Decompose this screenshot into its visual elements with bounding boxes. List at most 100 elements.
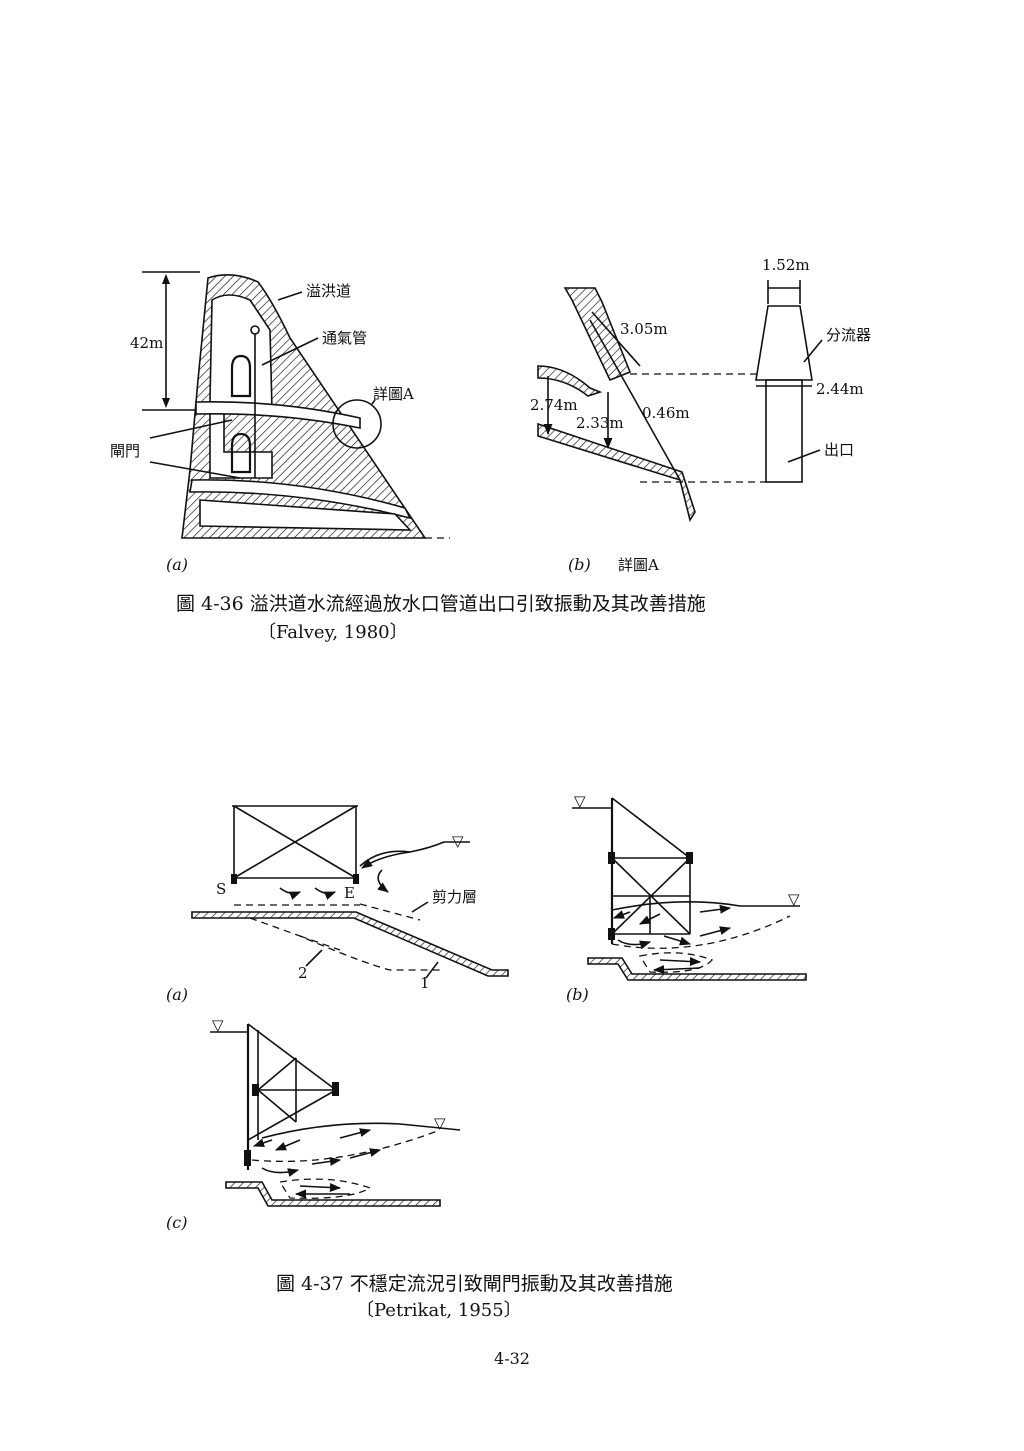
vortex-c-6: [349, 1148, 382, 1159]
flow-arrow-3: [377, 869, 389, 893]
jet-c: [251, 1129, 441, 1162]
lower-floor: [537, 422, 696, 523]
vent-top: [250, 325, 260, 335]
fig36a-sublabel: (a): [166, 555, 188, 574]
vortex-b-5: [663, 935, 692, 946]
label-1: 1: [420, 974, 430, 992]
seal-b-3: [608, 928, 615, 940]
flow-arrow-2: [314, 887, 337, 900]
eddy-b: [638, 952, 714, 973]
water-level-symbol-c1: ▽: [212, 1016, 224, 1034]
leader-detail: [371, 399, 376, 405]
downstream-surface-c: [261, 1122, 461, 1139]
profile-1: [299, 935, 341, 951]
profile-2: [249, 917, 440, 971]
eddy-c: [278, 1178, 372, 1199]
conduit-lower: [189, 479, 412, 520]
leader-splitter: [803, 339, 823, 363]
fig37c-sublabel: (c): [166, 1213, 187, 1232]
vortex-b-2: [638, 913, 661, 925]
label-s: S: [216, 880, 226, 898]
label-detail-a: 詳圖A: [373, 385, 414, 403]
seal-b-2: [686, 852, 693, 864]
leader-spillway: [277, 291, 303, 301]
water-level-symbol-c2: ▽: [434, 1114, 446, 1132]
fig36-caption: 圖 4-36 溢洪道水流經過放水口管道出口引致振動及其改善措施: [176, 593, 706, 615]
truss-b-1: [611, 797, 691, 859]
vortex-c-4: [261, 1167, 300, 1177]
fig36b-subtitle: 詳圖A: [618, 556, 659, 574]
leader-outlet: [787, 449, 821, 463]
fig37a-sublabel: (a): [166, 985, 188, 1004]
label-outlet: 出口: [824, 441, 854, 459]
leader-gate-2: [149, 461, 241, 479]
seal-c-2: [252, 1084, 259, 1096]
fig37b-sublabel: (b): [566, 985, 589, 1004]
fig36a-diagram: [142, 271, 450, 539]
shear-layer: [359, 903, 421, 921]
truss-c-1: [247, 1023, 337, 1091]
leader-1: [425, 961, 439, 979]
leader-gate-1: [149, 419, 233, 439]
truss-c-5: [257, 1057, 297, 1091]
dim-305: [591, 311, 641, 367]
label-233m: 2.33m: [576, 414, 624, 432]
label-046m: 0.46m: [642, 404, 690, 422]
vortex-b-1: [612, 910, 631, 919]
upstream-surface: [359, 841, 470, 867]
label-vent: 通氣管: [322, 329, 367, 347]
fig36-reference: 〔Falvey, 1980〕: [258, 622, 408, 643]
dim-42-arrow-bottom: [162, 398, 170, 408]
water-level-symbol-a: ▽: [452, 832, 464, 850]
water-level-symbol-b1: ▽: [574, 792, 586, 810]
conduit-upper: [195, 401, 361, 429]
vortex-b-8: [652, 965, 701, 975]
vortex-b-3: [699, 904, 732, 914]
truss-c-6: [257, 1089, 297, 1123]
truss-diag-2: [233, 805, 357, 879]
leader-vent: [261, 337, 319, 366]
gate-upper: [230, 354, 252, 398]
label-274m: 2.74m: [530, 396, 578, 414]
ground-c: [225, 1181, 441, 1207]
seal-b-1: [608, 852, 615, 864]
jet-b: [611, 915, 791, 949]
label-152m: 1.52m: [762, 256, 810, 274]
outlet-body: [765, 379, 803, 483]
leader-2: [305, 949, 323, 967]
gate-s: [231, 874, 237, 884]
label-244m: 2.44m: [816, 380, 864, 398]
label-splitter: 分流器: [826, 326, 871, 344]
splitter-body: [755, 305, 813, 381]
vortex-c-3: [339, 1128, 372, 1139]
vortex-b-7: [659, 957, 702, 966]
flow-arrow-1: [279, 887, 302, 900]
fig37b-diagram: ▽ ▽: [572, 792, 807, 981]
label-42m: 42m: [130, 334, 163, 352]
vortex-b-6: [699, 926, 732, 937]
water-level-symbol-b2: ▽: [788, 890, 800, 908]
seal-c-1: [332, 1082, 339, 1096]
vortex-c-1: [252, 1138, 273, 1148]
detail-a-circle: [332, 399, 382, 449]
vortex-c-2: [274, 1139, 301, 1151]
page-number: 4-32: [494, 1349, 530, 1368]
dam-gallery: [209, 294, 273, 479]
label-gate: 閘門: [110, 442, 140, 460]
fig36b-diagram: [537, 280, 823, 523]
gate-lower: [230, 432, 252, 474]
label-spillway: 溢洪道: [306, 282, 351, 300]
ground-a: [191, 911, 509, 977]
fig37c-diagram: ▽ ▽: [210, 1016, 461, 1207]
fig36b-sublabel: (b): [568, 555, 591, 574]
leader-shear: [411, 901, 429, 913]
vortex-c-7: [299, 1183, 342, 1192]
upper-lip: [537, 365, 603, 397]
fig37a-diagram: ▽: [191, 805, 509, 979]
label-e: E: [344, 884, 355, 902]
flow-diagonal: [589, 319, 681, 481]
ground-b: [587, 957, 807, 981]
label-305m: 3.05m: [620, 320, 668, 338]
vortex-b-4: [617, 939, 652, 950]
upstream-arrow: [361, 851, 411, 869]
